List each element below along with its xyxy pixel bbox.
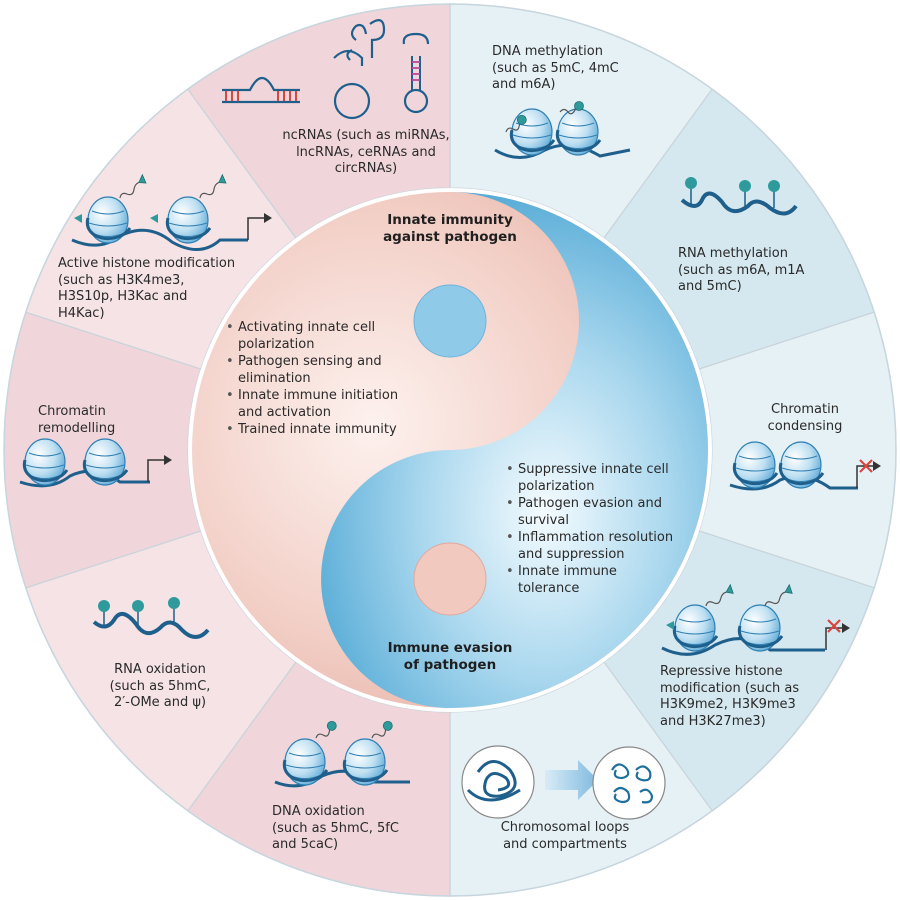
list-item: Innate immune tolerance [506,564,706,597]
active-histone-label: Active histone modification (such as H3K… [58,256,236,321]
ncrna-structures-icon [222,19,430,120]
innate-immunity-title: Innate immunity against pathogen [383,212,517,245]
list-item: Inflammation resolution and suppression [506,530,706,563]
dna-oxidation-nucleosome-icon [274,719,410,788]
list-item: Pathogen evasion and survival [506,496,706,529]
chromosomal-loops-label: Chromosomal loops and compartments [500,820,630,852]
repressive-histone-nucleosome-icon [661,584,851,656]
rna-methylation-label: RNA methylation (such as m6A, m1A and 5m… [678,246,805,294]
chromatin-condensing-icon [729,440,882,491]
rna-oxidation-strand-icon [92,597,210,639]
dna-methylation-label: DNA methylation (such as 5mC, 4mC and m6… [492,44,619,92]
yin-yang [192,192,708,708]
dna-oxidation-label: DNA oxidation (such as 5hmC, 5fC and 5ca… [272,804,399,852]
rna-methylation-strand-icon [680,177,798,216]
list-item: Pathogen sensing and elimination [226,354,426,387]
chromatin-condensing-label: Chromatin condensing [767,402,843,434]
list-item: Innate immune initiation and activation [226,388,426,421]
dna-methylation-nucleosome-icon [494,100,631,159]
chromatin-remodelling-icon [19,437,173,488]
list-item: Suppressive innate cell polarization [506,462,706,495]
ncrna-label: ncRNAs (such as miRNAs, lncRNAs, ceRNAs … [282,128,450,176]
chromatin-remodelling-label: Chromatin remodelling [38,404,116,436]
repressive-histone-label: Repressive histone modification (such as… [660,664,800,729]
list-item: Trained innate immunity [226,422,426,439]
outer-ring [3,3,897,897]
list-item: Activating innate cell polarization [226,320,426,353]
rna-oxidation-label: RNA oxidation (such as 5hmC, 2′-OMe and … [109,662,211,710]
immune-evasion-list: Suppressive innate cell polarization Pat… [506,462,706,598]
active-histone-nucleosome-icon [71,174,273,251]
immune-evasion-title: Immune evasion of pathogen [387,640,513,673]
innate-immunity-list: Activating innate cell polarization Path… [226,320,426,440]
chromosomal-loops-icon [461,745,666,820]
